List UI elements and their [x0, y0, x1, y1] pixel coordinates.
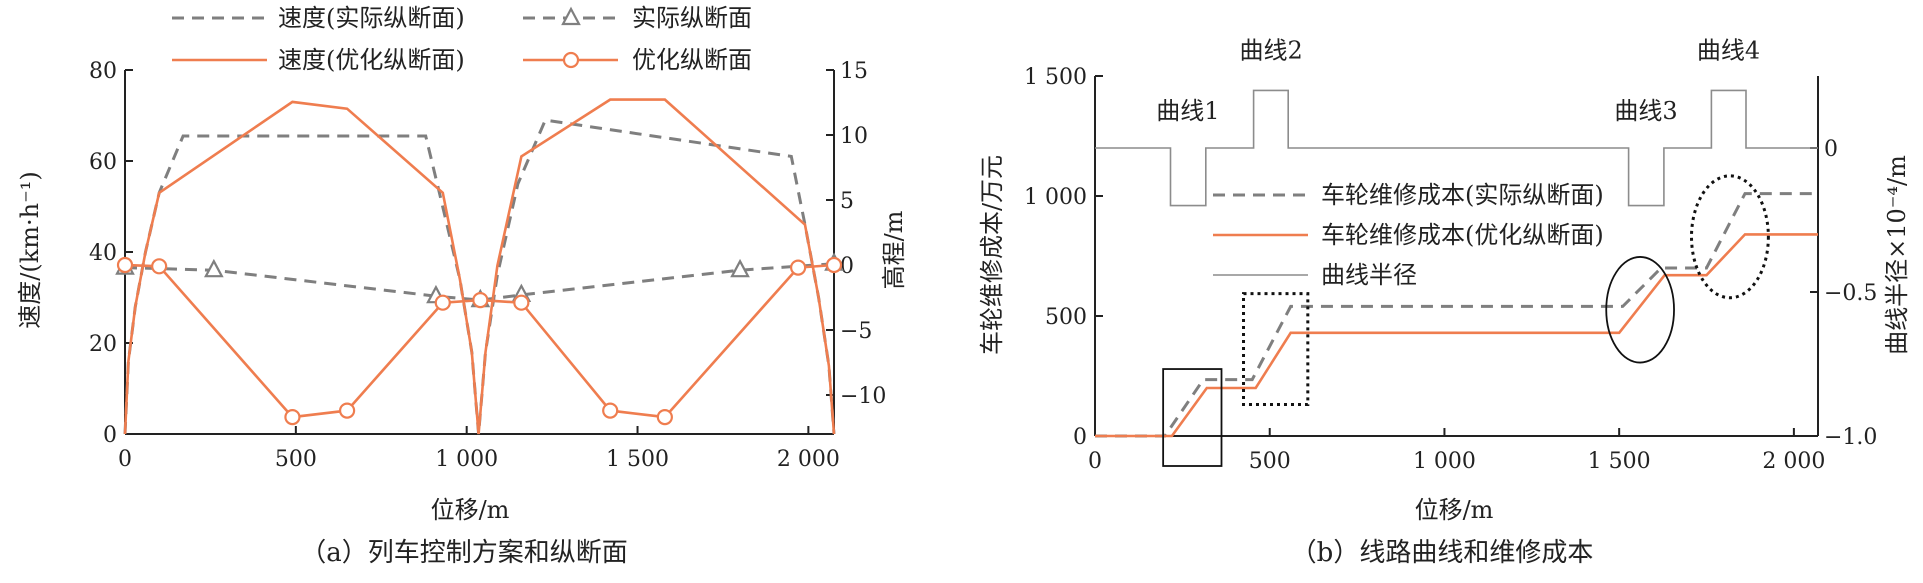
circle-marker	[513, 294, 530, 311]
y2-tick-label: 0	[840, 254, 854, 279]
legend-label: 车轮维修成本(优化纵断面)	[1321, 221, 1604, 249]
circle-marker	[656, 409, 673, 426]
legend-label: 速度(实际纵断面)	[278, 4, 465, 32]
series-速度(实际纵断面)	[123, 118, 836, 435]
legend-item: 实际纵断面	[523, 4, 752, 32]
chart-b-y2label: 曲线半径×10⁻⁴/m	[1883, 155, 1911, 355]
legend-item: 车轮维修成本(优化纵断面)	[1213, 221, 1604, 249]
y-tick-label: 80	[89, 59, 117, 84]
legend-item: 车轮维修成本(实际纵断面)	[1213, 181, 1604, 209]
legend-item: 曲线半径	[1213, 261, 1417, 289]
triangle-marker	[204, 258, 224, 278]
y-tick-label: 40	[89, 241, 117, 266]
circle-marker	[825, 256, 843, 274]
x-tick-label: 1 000	[435, 447, 498, 472]
y-tick-label: 60	[89, 150, 117, 175]
y2-tick-label: −1.0	[1824, 425, 1877, 450]
y2-tick-label: 10	[840, 124, 868, 149]
legend-label: 速度(优化纵断面)	[278, 46, 465, 74]
series-优化纵断面	[116, 256, 843, 426]
curve-label: 曲线3	[1614, 97, 1677, 125]
y2-tick-label: −0.5	[1824, 281, 1877, 306]
circle-marker	[790, 259, 807, 276]
y2-tick-label: −5	[840, 319, 872, 344]
series-速度(优化纵断面)	[123, 98, 836, 435]
circle-marker	[472, 292, 489, 309]
circle-marker	[338, 402, 356, 419]
y-tick-label: 1 000	[1024, 185, 1087, 210]
chart-a-xlabel: 位移/m	[431, 496, 510, 524]
y-tick-label: 1 500	[1024, 65, 1087, 90]
circle-marker	[434, 294, 451, 311]
circle-marker	[284, 409, 301, 426]
x-tick-label: 0	[118, 447, 132, 472]
chart-b-caption: （b）线路曲线和维修成本	[1291, 538, 1594, 568]
chart-a-y2label: 高程/m	[880, 210, 908, 289]
legend-label: 优化纵断面	[632, 46, 752, 74]
highlight-rect	[1162, 368, 1223, 467]
circle-marker	[151, 258, 168, 275]
x-tick-label: 2 000	[777, 447, 840, 472]
x-tick-label: 1 000	[1413, 449, 1476, 474]
curve-label: 曲线4	[1697, 37, 1760, 65]
y2-tick-label: 5	[840, 189, 854, 214]
triangle-marker	[730, 258, 750, 278]
y-tick-label: 0	[103, 423, 117, 448]
legend-label: 车轮维修成本(实际纵断面)	[1321, 181, 1604, 209]
triangle-marker	[561, 6, 581, 26]
chart-a-ylabel: 速度/(km·h⁻¹)	[16, 171, 44, 329]
chart-b-xlabel: 位移/m	[1415, 496, 1494, 524]
y-tick-label: 0	[1073, 425, 1087, 450]
series-车轮维修成本(优化纵断面)	[1095, 233, 1818, 438]
legend-item: 速度(优化纵断面)	[172, 46, 465, 74]
highlight-ellipse	[1605, 256, 1675, 364]
circle-marker	[116, 256, 134, 274]
highlight-rect	[1242, 292, 1310, 407]
y-tick-label: 20	[89, 332, 117, 357]
series-曲线半径	[1095, 89, 1818, 207]
series-line	[123, 118, 836, 435]
series-车轮维修成本(实际纵断面)	[1095, 192, 1818, 438]
chart-a-control-and-profile: 0 500 1 000 1 500 2 000 0 20 40 60 80 −10 −5 0 5 10 15 速…	[89, 4, 886, 472]
chart-b-curves-and-cost: 0 500 1 000 1 500 2 000 0 500 1 000 1 500 −1.0 −0.…	[1024, 37, 1877, 474]
legend-item: 速度(实际纵断面)	[172, 4, 465, 32]
highlight-ellipse	[1690, 174, 1770, 300]
x-tick-label: 500	[275, 447, 317, 472]
series-line	[1095, 233, 1818, 438]
chart-a-caption: （a）列车控制方案和纵断面	[300, 538, 628, 568]
curve-label: 曲线2	[1239, 37, 1302, 65]
series-line	[123, 98, 836, 435]
y2-tick-label: 0	[1824, 137, 1838, 162]
x-tick-label: 1 500	[606, 447, 669, 472]
x-tick-label: 0	[1088, 449, 1102, 474]
circle-marker	[602, 402, 619, 419]
legend-item: 优化纵断面	[523, 46, 752, 74]
series-line	[124, 263, 835, 419]
legend-label: 曲线半径	[1321, 261, 1417, 289]
chart-b-legend: 车轮维修成本(实际纵断面) 车轮维修成本(优化纵断面) 曲线半径	[1213, 181, 1604, 289]
y2-tick-label: 15	[840, 59, 868, 84]
curve-label: 曲线1	[1156, 97, 1219, 125]
series-line	[1095, 89, 1818, 207]
chart-b-ylabel: 车轮维修成本/万元	[978, 155, 1006, 355]
y2-tick-label: −10	[840, 384, 886, 409]
x-tick-label: 500	[1249, 449, 1291, 474]
legend-label: 实际纵断面	[632, 4, 752, 32]
y-tick-label: 500	[1045, 305, 1087, 330]
series-line	[1095, 192, 1818, 438]
circle-marker	[562, 51, 580, 69]
x-tick-label: 2 000	[1762, 449, 1825, 474]
x-tick-label: 1 500	[1588, 449, 1651, 474]
